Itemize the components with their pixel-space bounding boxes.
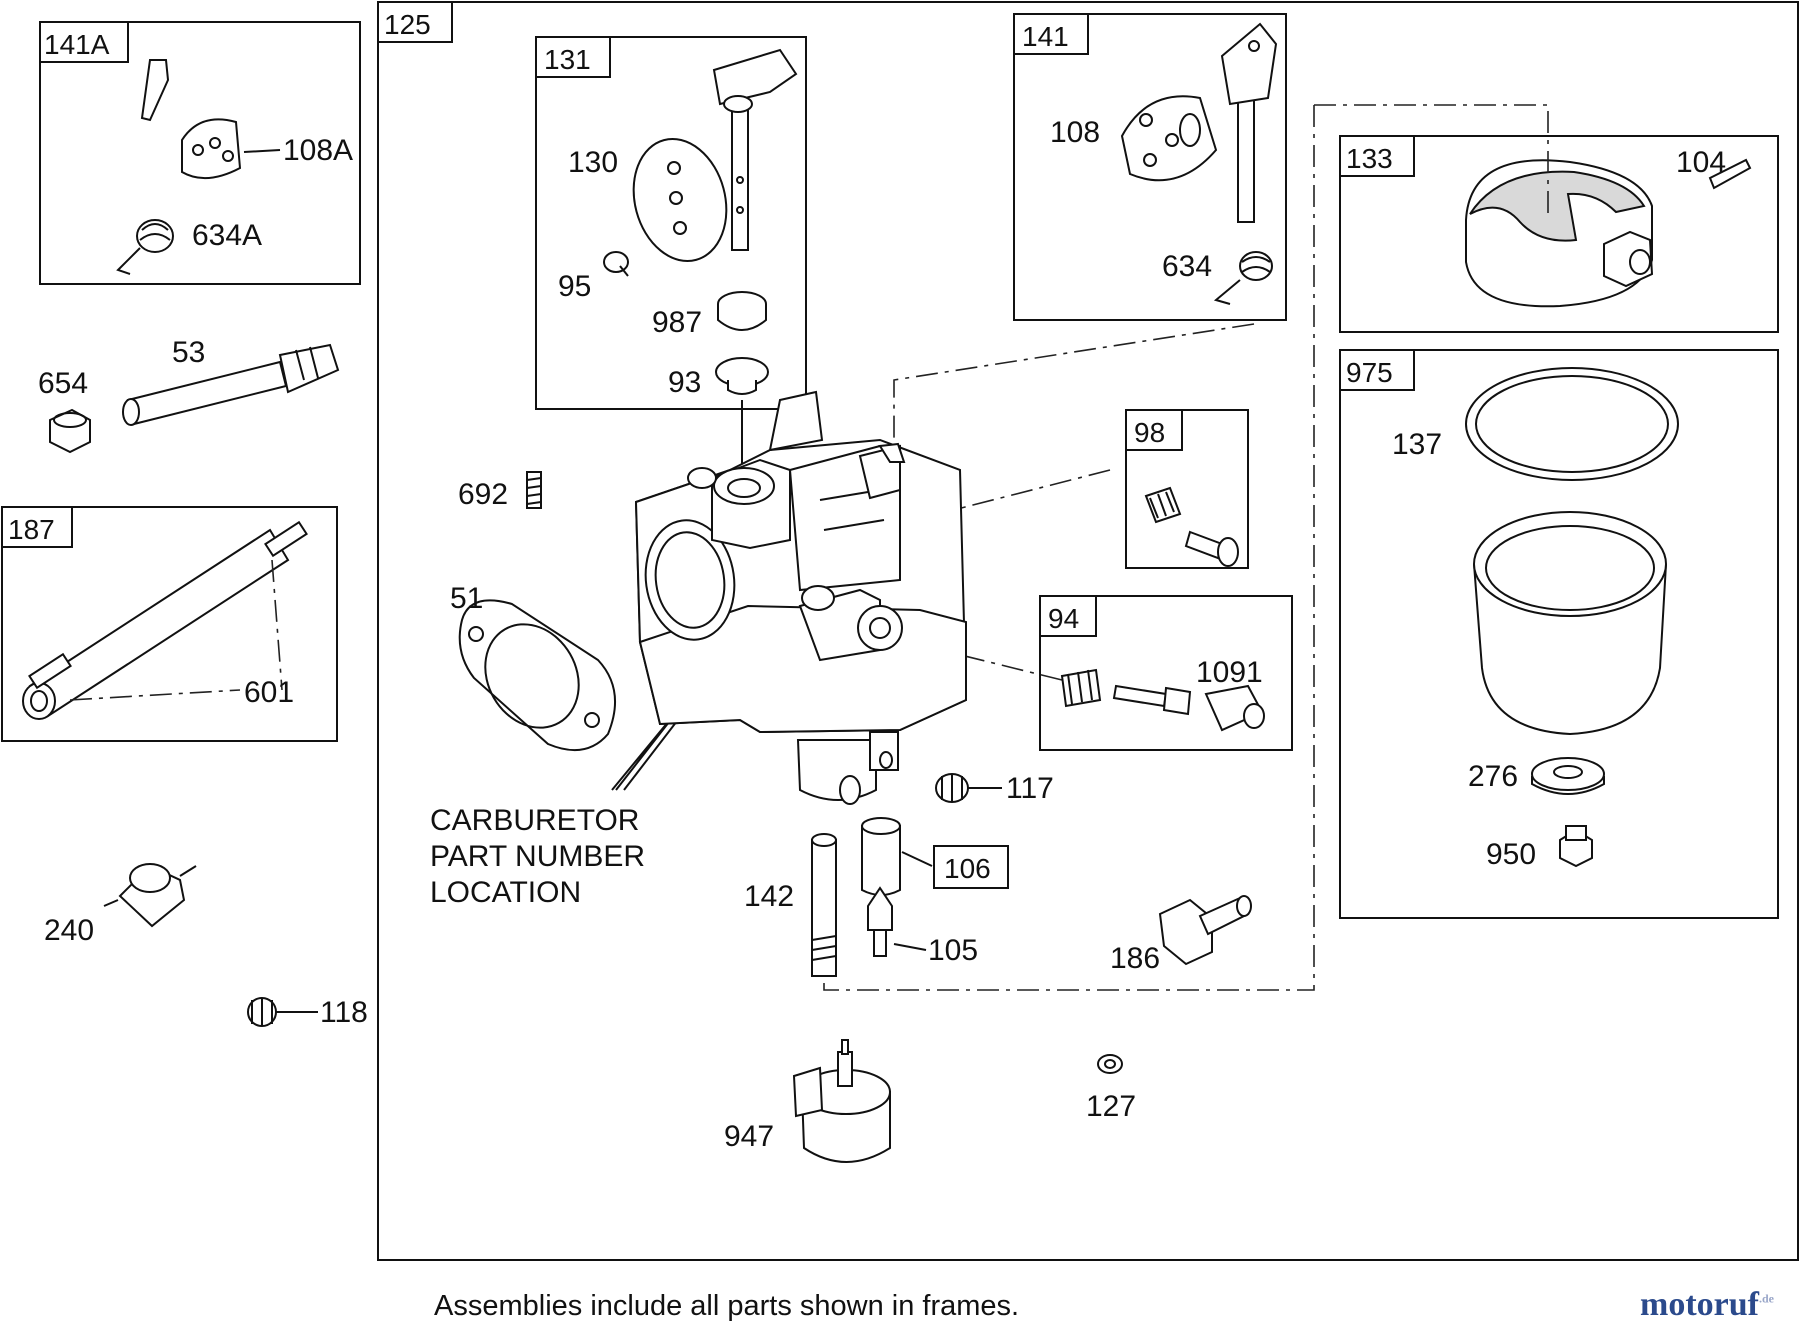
carb-note-line-2: PART NUMBER (430, 840, 645, 873)
frame-label-975: 975 (1346, 357, 1393, 388)
spring-634-part (1213, 251, 1273, 305)
part-label-601: 601 (244, 676, 294, 709)
frame-label-133: 133 (1346, 143, 1393, 174)
seal-987-part (717, 291, 767, 331)
frame-label-131: 131 (544, 44, 591, 75)
choke-shaft-part (712, 48, 798, 251)
part-label-105: 105 (928, 934, 978, 967)
frame-label-94: 94 (1048, 603, 1079, 634)
frame-label-106: 106 (944, 853, 991, 884)
emulsion-tube-142: 142 (744, 833, 837, 977)
spring-692: 692 (458, 471, 542, 511)
part-label-95: 95 (558, 270, 591, 303)
part-label-130: 130 (568, 146, 618, 179)
fitting-53: 53 (122, 336, 340, 426)
frame-133: 133 104 (1339, 135, 1779, 333)
part-label-142: 142 (744, 880, 794, 913)
brand-name: motoruf (1640, 1286, 1759, 1323)
throttle-plate-108-part (1120, 95, 1218, 182)
part-label-950: 950 (1486, 838, 1536, 871)
part-label-108A: 108A (283, 134, 353, 167)
fuel-hose-part (22, 520, 308, 720)
washer-127: 127 (1086, 1054, 1136, 1123)
gasket-137-part (1465, 367, 1679, 481)
frame-141A: 141A 108A 634A (39, 21, 361, 285)
frame-label-98: 98 (1134, 417, 1165, 448)
part-label-53: 53 (172, 336, 205, 369)
frame-98: 98 (1125, 409, 1249, 569)
mix-spring-part (1060, 668, 1102, 708)
part-label-692: 692 (458, 478, 508, 511)
limiter-cap-part (1204, 684, 1265, 732)
float-part (1465, 159, 1654, 308)
bowl-part (1473, 511, 1667, 736)
carb-note-line-3: LOCATION (430, 876, 581, 909)
frame-975: 975 137 276 950 (1339, 349, 1779, 919)
solenoid-947: 947 (724, 1039, 891, 1163)
part-label-987: 987 (652, 306, 702, 339)
part-label-634: 634 (1162, 250, 1212, 283)
carb-note-line-1: CARBURETOR (430, 804, 639, 837)
part-label-240: 240 (44, 914, 94, 947)
part-label-276: 276 (1468, 760, 1518, 793)
clamp-118: 118 (247, 996, 368, 1029)
seal-93-part (715, 357, 769, 395)
bolt-950-part (1559, 825, 1593, 868)
frame-label-141A: 141A (44, 29, 110, 60)
part-label-137: 137 (1392, 428, 1442, 461)
screw-95-part (603, 251, 629, 277)
carb-note: CARBURETOR PART NUMBER LOCATION (430, 804, 645, 909)
frame-label-125: 125 (384, 9, 431, 40)
throttle-shaft-part (140, 59, 170, 190)
footer-note: Assemblies include all parts shown in fr… (434, 1290, 1020, 1322)
throttle-shaft-141-part (1220, 22, 1278, 223)
part-label-108: 108 (1050, 116, 1100, 149)
seat-106: 106 (861, 817, 1009, 896)
brand-logo: motoruf.de (1640, 1286, 1774, 1324)
part-label-51: 51 (450, 582, 483, 615)
needle-105: 105 (867, 886, 978, 967)
part-label-634A: 634A (192, 219, 262, 252)
nut-654: 654 (38, 367, 91, 454)
part-label-947: 947 (724, 1120, 774, 1153)
spring-part (116, 219, 174, 275)
frame-125: 125 (377, 1, 1799, 1261)
frame-131: 131 130 95 987 93 (535, 36, 807, 410)
washer-276-part (1531, 757, 1605, 795)
frame-141: 141 108 634 (1013, 13, 1287, 321)
frame-label-141: 141 (1022, 21, 1069, 52)
part-label-117: 117 (1006, 772, 1054, 805)
frame-94: 94 1091 (1039, 595, 1293, 751)
part-label-118: 118 (320, 996, 368, 1029)
part-label-93: 93 (668, 366, 701, 399)
throttle-plate-part (181, 118, 242, 179)
idle-spring-part (1144, 486, 1182, 524)
fuel-filter-240: 240 (44, 863, 197, 947)
mix-screw-part (1112, 684, 1192, 716)
carburetor-body (634, 390, 968, 805)
hinge-pin-part (1708, 158, 1752, 190)
part-label-127: 127 (1086, 1090, 1136, 1123)
frame-187: 187 601 (1, 506, 338, 742)
part-label-1091: 1091 (1196, 656, 1263, 689)
part-label-104: 104 (1676, 146, 1726, 179)
elbow-186: 186 (1110, 895, 1252, 975)
gasket-51: 51 (450, 582, 617, 751)
frame-label-187: 187 (8, 514, 55, 545)
choke-plate-part (632, 137, 728, 263)
part-label-186: 186 (1110, 942, 1160, 975)
jet-117: 117 (935, 772, 1054, 805)
idle-screw-part (1184, 530, 1239, 567)
part-label-654: 654 (38, 367, 88, 400)
brand-suffix: .de (1758, 1291, 1774, 1306)
